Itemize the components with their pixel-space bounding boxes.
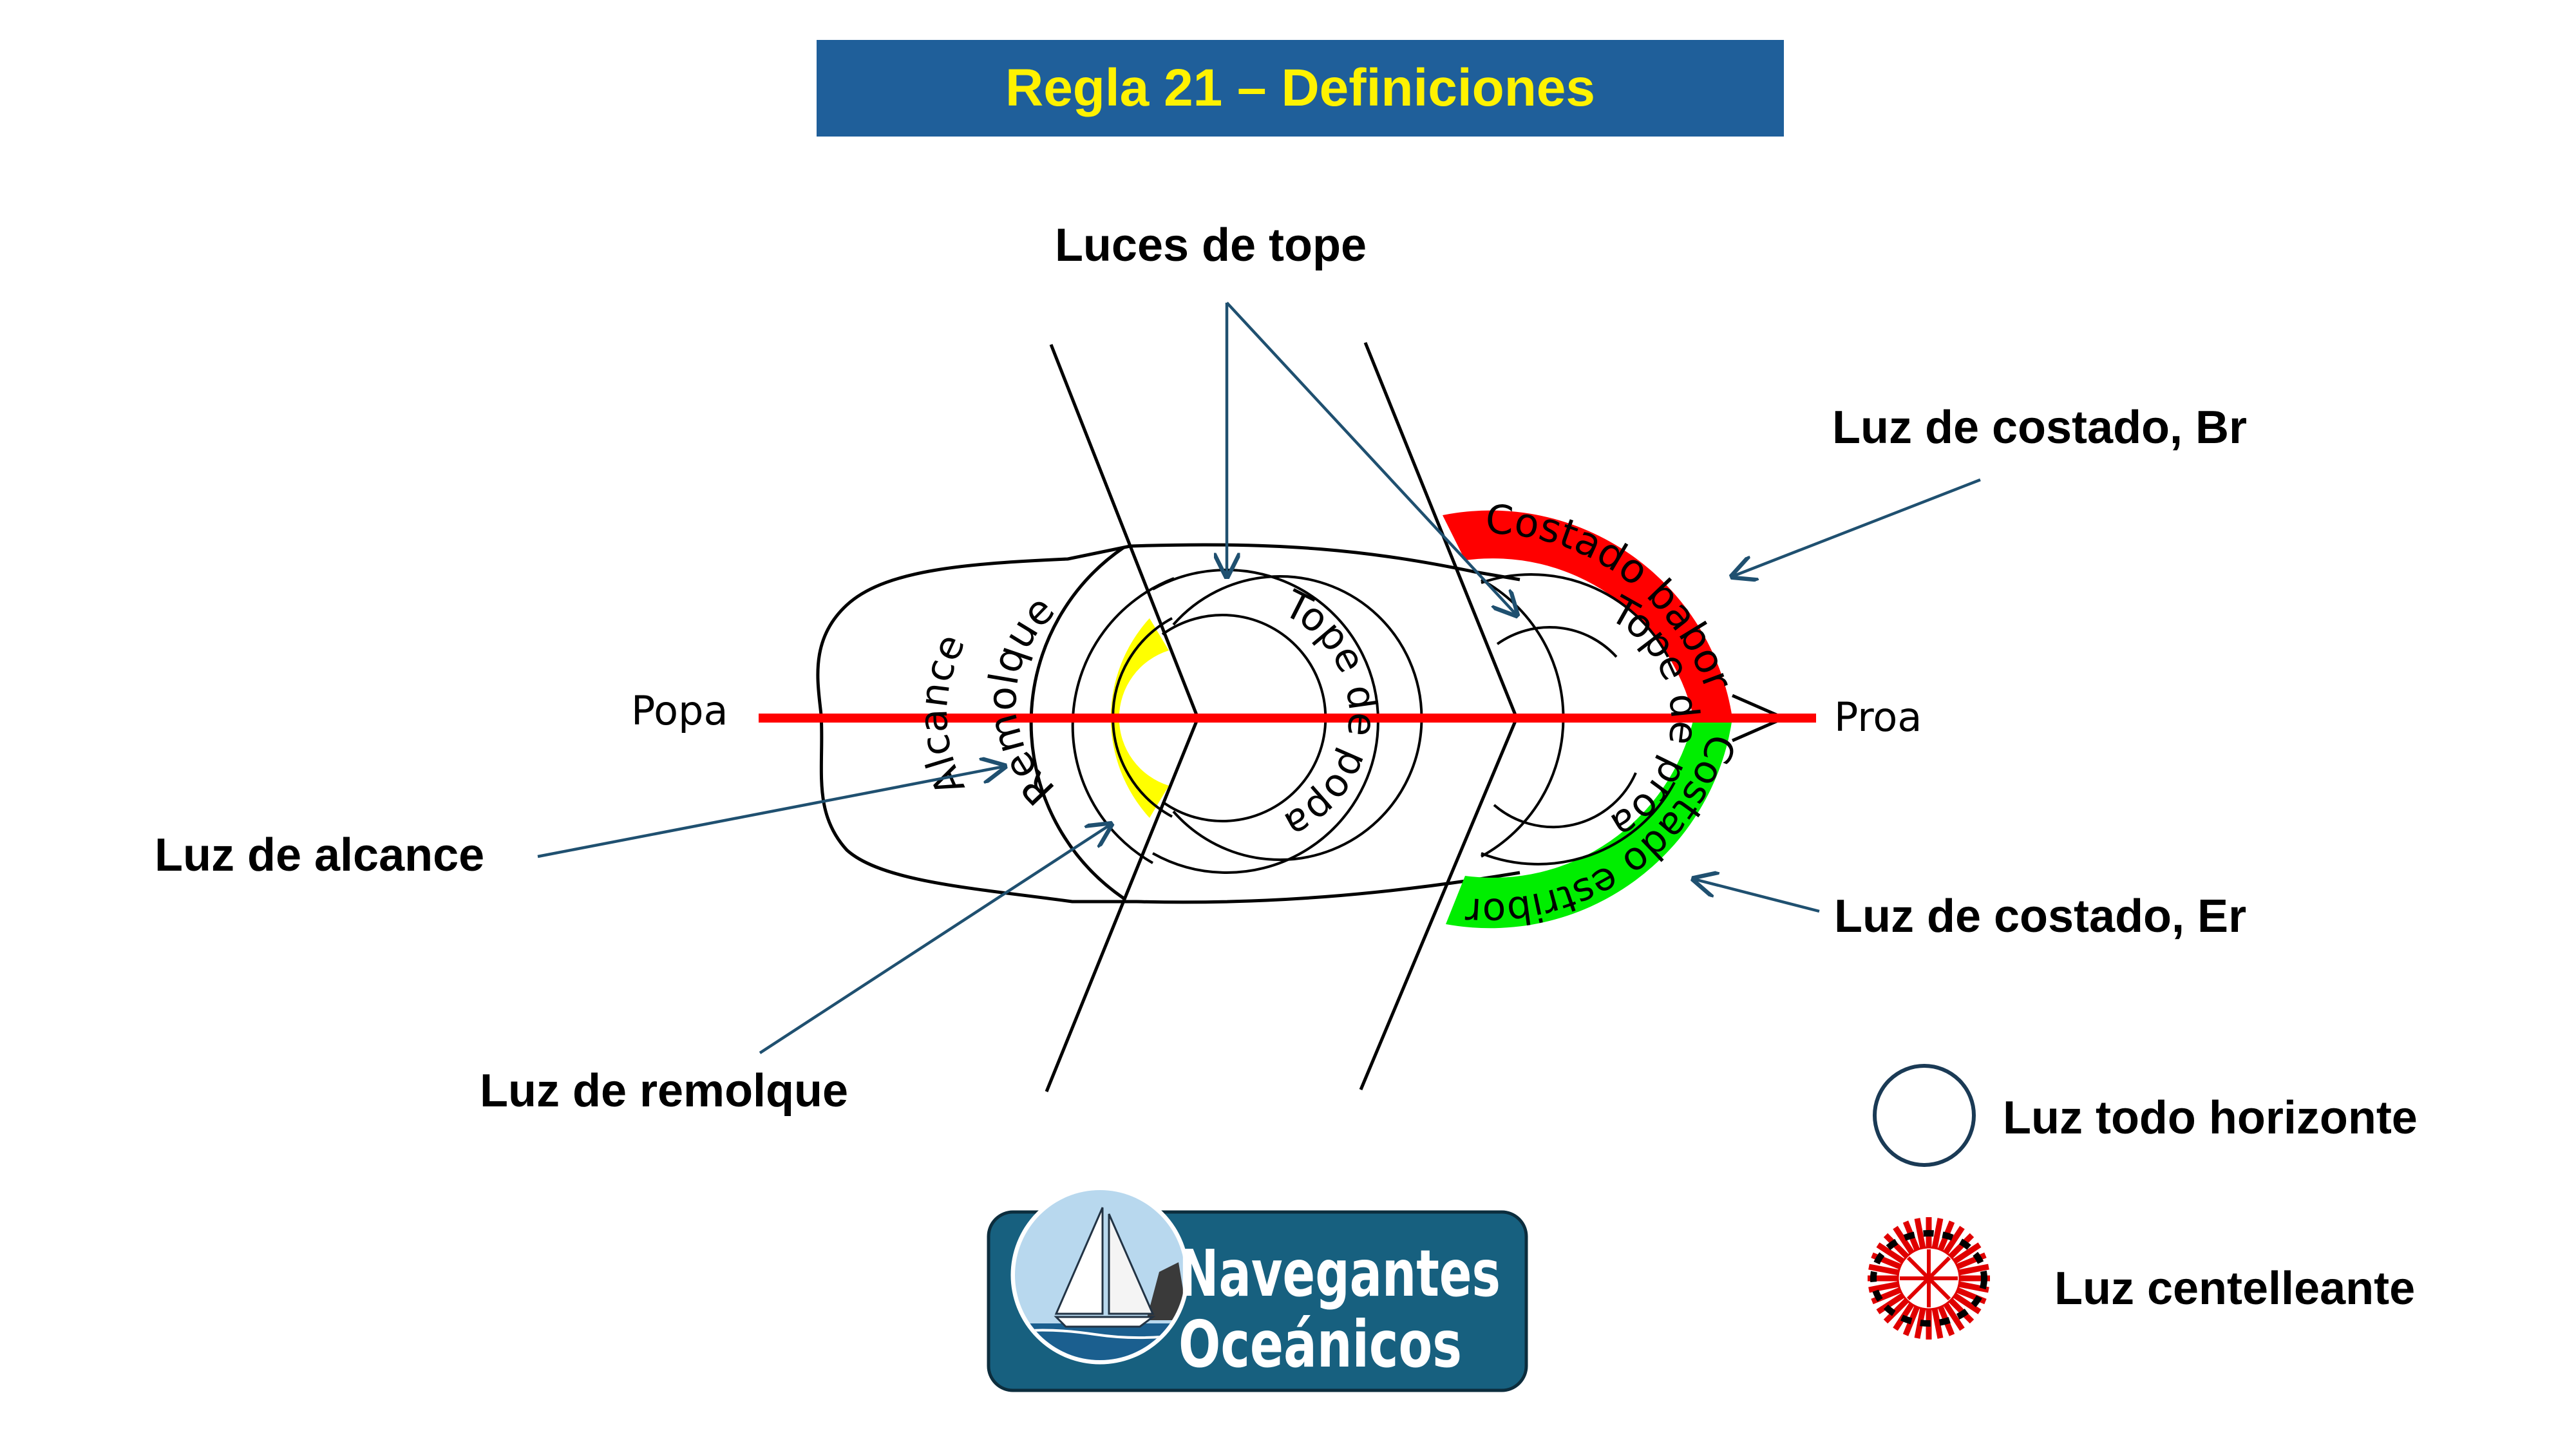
label-luz-remolque: Luz de remolque (480, 1065, 848, 1117)
label-luces-tope: Luces de tope (1055, 220, 1367, 271)
label-luz-alcance: Luz de alcance (155, 829, 484, 881)
logo-line-1: Navegantes (1179, 1236, 1501, 1311)
arc-label-remolque: Remolque (978, 586, 1063, 815)
legend-flashing-icon (1868, 1217, 1990, 1340)
legend-luz-todo-horizonte: Luz todo horizonte (2003, 1092, 2418, 1144)
arrow-tope-proa (1226, 301, 1517, 615)
alcance-arc (1029, 545, 1125, 900)
arrow-alcance (537, 766, 1005, 858)
page-title: Regla 21 – Definiciones (1005, 59, 1595, 117)
title-banner: Regla 21 – Definiciones (817, 40, 1784, 137)
label-luz-costado-br: Luz de costado, Br (1832, 402, 2247, 453)
costado-estribor-band (1446, 718, 1732, 929)
logo-line-2: Oceánicos (1179, 1307, 1462, 1382)
legend-all-round-icon (1873, 1064, 1976, 1167)
arrow-costado-er (1694, 879, 1820, 913)
label-popa: Popa (631, 687, 728, 734)
arrow-costado-br (1732, 478, 1981, 576)
navegantes-oceanicos-logo: Navegantes Oceánicos (987, 1186, 1528, 1392)
hull-outline (816, 543, 1520, 904)
costado-babor-band (1443, 510, 1732, 718)
label-luz-costado-er: Luz de costado, Er (1834, 891, 2246, 942)
label-proa: Proa (1834, 694, 1922, 741)
legend-luz-centelleante: Luz centelleante (2054, 1263, 2415, 1314)
arrow-remolque (759, 824, 1111, 1054)
sail-icon (1054, 1207, 1104, 1315)
